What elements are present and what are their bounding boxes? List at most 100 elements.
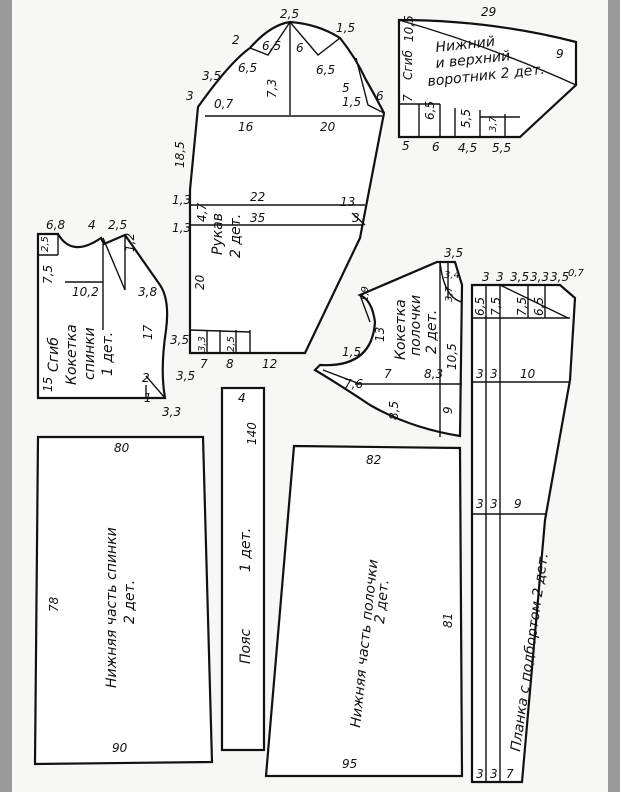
placket-dim-11: 3 <box>490 367 498 381</box>
placket-dim-5: 0,7 <box>568 268 585 279</box>
sleeve-dim-25: 3,5 <box>170 333 189 347</box>
collar-fold-label: Сгиб <box>401 50 415 80</box>
back-yoke-dim-2: 2,5 <box>108 218 127 232</box>
sleeve-dim-20: 1,3 <box>172 221 191 235</box>
collar-piece: Нижний и верхний воротник 2 дет. Сгиб 29… <box>397 5 578 155</box>
placket-piece: Планка с подбортом 2 дет. 3 3 3,5 3,3 3,… <box>470 268 585 784</box>
placket-dim-17: 3 <box>490 767 498 781</box>
collar-dim-3: 7 <box>401 94 415 102</box>
belt-label-2: 1 дет. <box>238 528 254 572</box>
placket-dim-0: 3 <box>482 270 490 284</box>
front-yoke-label-3: 2 дет. <box>424 310 440 354</box>
sleeve-label-2: 2 дет. <box>228 214 244 258</box>
belt-dim-0: 4 <box>238 391 246 405</box>
sleeve-dim-6: 6,5 <box>238 61 257 75</box>
lower-back-dim-0: 80 <box>114 441 130 455</box>
sleeve-dim-22: 35 <box>250 211 265 225</box>
placket-dim-18: 7 <box>506 767 514 781</box>
sleeve-dim-17: 1,3 <box>172 193 191 207</box>
collar-label-2: и верхний <box>435 48 511 72</box>
sleeve-dim-7: 6,5 <box>316 63 335 77</box>
sleeve-dim-1: 2 <box>232 33 240 47</box>
placket-dim-14: 3 <box>490 497 498 511</box>
front-yoke-dim-7: 8,3 <box>424 367 443 381</box>
placket-dim-8: 7,5 <box>515 297 529 316</box>
placket-dim-6: 6,5 <box>473 297 487 316</box>
sleeve-dim-13: 6 <box>376 89 384 103</box>
lower-back-dim-1: 78 <box>47 596 61 612</box>
lower-front-dim-2: 95 <box>342 757 357 771</box>
sleeve-dim-14: 16 <box>238 120 254 134</box>
sleeve-dim-15: 20 <box>320 120 336 134</box>
collar-label-1: Нижний <box>435 34 496 56</box>
lower-front-label-2: 2 дет. <box>372 579 393 625</box>
front-yoke-dim-3: 3,7 <box>444 285 455 302</box>
placket-dim-12: 10 <box>520 367 536 381</box>
lower-back-piece: Нижняя часть спинки 2 дет. 80 78 90 <box>33 435 214 766</box>
sleeve-dim-10: 7,3 <box>265 79 279 98</box>
lower-front-piece: Нижняя часть полочки 2 дет. 82 81 95 <box>264 444 464 778</box>
sleeve-piece: Рукав 2 дет. 2,5 2 6,5 6 1,5 3,5 6,5 6,5… <box>170 7 386 371</box>
front-yoke-label-1: Кокетка <box>393 299 409 360</box>
back-yoke-dim-5: 7,5 <box>41 265 55 284</box>
sleeve-dim-16: 18,5 <box>173 141 187 168</box>
sleeve-dim-23: 3 <box>352 211 360 225</box>
sleeve-dim-24: 20 <box>193 274 207 290</box>
sleeve-dim-9: 0,7 <box>214 97 233 111</box>
placket-dim-1: 3 <box>496 270 504 284</box>
lower-back-label-2: 2 дет. <box>122 580 138 624</box>
collar-dim-7: 5 <box>402 139 410 153</box>
front-yoke-piece: Кокетка полочки 2 дет. 3,5 3,4 1,9 3,7 1… <box>313 246 464 438</box>
back-yoke-piece: Сгиб Кокетка спинки 1 дет. 6,8 4 2,5 2,5… <box>36 218 195 419</box>
front-yoke-label-2: полочки <box>408 295 424 356</box>
collar-dim-10: 5,5 <box>492 141 511 155</box>
lower-back-label-1: Нижняя часть спинки <box>104 527 120 688</box>
front-yoke-dim-9: 7,6 <box>344 377 363 391</box>
sleeve-dim-4: 1,5 <box>336 21 355 35</box>
placket-dim-16: 3 <box>476 767 484 781</box>
sleeve-dim-5: 3,5 <box>202 69 221 83</box>
back-yoke-label-1: Кокетка <box>64 324 80 385</box>
sleeve-dim-30: 12 <box>262 357 277 371</box>
left-scan-edge <box>0 0 12 792</box>
back-yoke-dim-8: 17 <box>141 324 155 340</box>
sleeve-dim-2: 6,5 <box>262 39 281 53</box>
collar-dim-2: 9 <box>556 47 564 61</box>
front-yoke-dim-4: 13 <box>373 327 387 342</box>
front-yoke-dim-11: 9 <box>441 406 455 414</box>
back-yoke-dim-4: 1,2 <box>123 233 137 252</box>
collar-dim-9: 4,5 <box>458 141 477 155</box>
belt-piece: Пояс 1 дет. 4 140 <box>220 386 266 752</box>
sleeve-dim-29: 8 <box>226 357 234 371</box>
lower-back-dim-2: 90 <box>112 741 128 755</box>
sleeve-dim-27: 2,5 <box>226 336 237 352</box>
front-yoke-dim-2: 1,9 <box>360 286 371 302</box>
back-yoke-dim-0: 6,8 <box>46 218 65 232</box>
placket-dim-13: 3 <box>476 497 484 511</box>
belt-dim-1: 140 <box>245 422 259 445</box>
collar-dim-8: 6 <box>432 140 440 154</box>
collar-dim-4: 6,5 <box>423 101 437 120</box>
sleeve-dim-21: 4,7 <box>195 203 209 222</box>
back-yoke-dim-9: 15 <box>41 377 55 392</box>
collar-dim-0: 29 <box>481 5 496 19</box>
placket-dim-10: 3 <box>476 367 484 381</box>
front-yoke-dim-5: 1,5 <box>342 345 361 359</box>
back-yoke-dim-11: 3,5 <box>176 369 195 383</box>
back-yoke-dim-7: 3,8 <box>138 285 157 299</box>
back-yoke-fold-label: Сгиб <box>46 337 62 372</box>
front-yoke-dim-1: 3,4 <box>444 270 460 281</box>
collar-dim-5: 5,5 <box>459 109 473 128</box>
back-yoke-dim-13: 3,3 <box>162 405 181 419</box>
front-yoke-dim-10: 8,5 <box>387 401 401 420</box>
front-yoke-dim-8: 10,5 <box>445 343 459 370</box>
placket-dim-15: 9 <box>514 497 522 511</box>
placket-dim-2: 3,5 <box>510 270 529 284</box>
placket-dim-3: 3,3 <box>530 270 549 284</box>
back-yoke-dim-10: 2 <box>142 371 150 385</box>
sleeve-dim-0: 2,5 <box>280 7 299 21</box>
back-yoke-dim-3: 2,5 <box>40 236 51 252</box>
lower-front-dim-0: 82 <box>366 453 381 467</box>
